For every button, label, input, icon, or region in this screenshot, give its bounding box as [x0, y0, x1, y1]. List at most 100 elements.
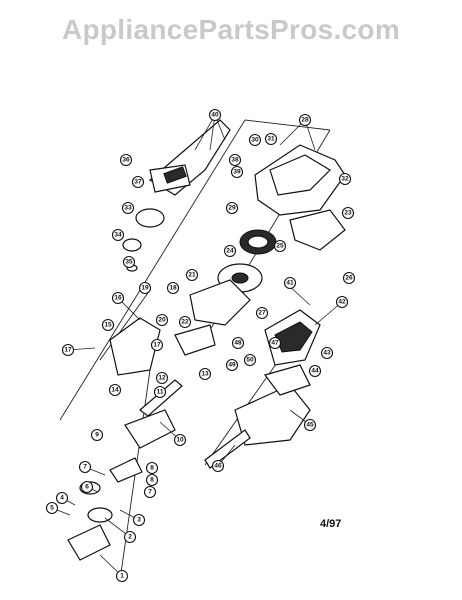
crankcase: [174, 279, 251, 356]
callout-28: 28: [298, 113, 312, 127]
svg-text:44: 44: [311, 368, 319, 375]
svg-text:2: 2: [128, 534, 132, 541]
callout-37: 37: [131, 175, 145, 189]
callout-22: 22: [178, 315, 192, 329]
svg-text:13: 13: [201, 371, 209, 378]
svg-text:16: 16: [114, 295, 122, 302]
svg-text:30: 30: [251, 137, 259, 144]
callout-40: 40: [208, 108, 222, 122]
callout-15: 15: [101, 318, 115, 332]
callout-13: 13: [198, 367, 212, 381]
svg-text:7: 7: [83, 464, 87, 471]
svg-text:47: 47: [271, 340, 279, 347]
svg-text:1: 1: [120, 573, 124, 580]
svg-text:37: 37: [134, 179, 142, 186]
callout-12: 12: [155, 371, 169, 385]
svg-text:35: 35: [125, 259, 133, 266]
callout-19: 19: [138, 281, 152, 295]
callout-3: 3: [132, 513, 146, 527]
svg-text:24: 24: [226, 248, 234, 255]
svg-text:17: 17: [153, 342, 161, 349]
callout-49: 49: [225, 358, 239, 372]
callout-25: 25: [273, 239, 287, 253]
engine-cylinder: [264, 309, 321, 366]
callout-27: 27: [255, 306, 269, 320]
svg-text:32: 32: [341, 176, 349, 183]
lower-housing: [234, 364, 311, 446]
callout-38: 38: [228, 153, 242, 167]
svg-text:38: 38: [231, 157, 239, 164]
callout-18: 18: [166, 281, 180, 295]
callout-26: 26: [342, 271, 356, 285]
trimmer-head: [67, 481, 113, 561]
gear-head: [109, 409, 176, 483]
svg-text:20: 20: [158, 317, 166, 324]
callout-41: 41: [283, 276, 297, 290]
svg-text:14: 14: [111, 387, 119, 394]
svg-text:42: 42: [338, 299, 346, 306]
callout-43: 43: [320, 346, 334, 360]
callout-20: 20: [155, 313, 169, 327]
callout-46: 46: [211, 459, 225, 473]
callout-14: 14: [108, 383, 122, 397]
callout-48: 48: [231, 336, 245, 350]
upper-housing: [254, 144, 346, 251]
svg-text:15: 15: [104, 322, 112, 329]
drive-tube: [139, 379, 251, 469]
svg-text:23: 23: [344, 210, 352, 217]
svg-text:50: 50: [246, 357, 254, 364]
callout-39: 39: [230, 165, 244, 179]
callout-29: 29: [225, 201, 239, 215]
svg-text:28: 28: [301, 117, 309, 124]
callout-8b: 8: [145, 473, 159, 487]
callout-24: 24: [223, 244, 237, 258]
svg-text:6: 6: [85, 484, 89, 491]
callout-36: 36: [119, 153, 133, 167]
svg-text:19: 19: [141, 285, 149, 292]
revision-date: 4/97: [320, 518, 342, 530]
callout-7a: 7: [78, 460, 92, 474]
callout-21: 21: [185, 268, 199, 282]
callout-9: 9: [90, 428, 104, 442]
svg-text:27: 27: [258, 310, 266, 317]
callout-33: 33: [121, 201, 135, 215]
svg-text:8: 8: [150, 465, 154, 472]
callout-17a: 17: [61, 343, 75, 357]
callout-11: 11: [153, 385, 167, 399]
callout-23: 23: [341, 206, 355, 220]
svg-text:46: 46: [214, 463, 222, 470]
callout-34: 34: [111, 228, 125, 242]
callout-42: 42: [335, 295, 349, 309]
svg-text:9: 9: [95, 432, 99, 439]
callout-7b: 7: [143, 485, 157, 499]
svg-text:7: 7: [148, 489, 152, 496]
svg-text:8: 8: [150, 477, 154, 484]
callout-16: 16: [111, 291, 125, 305]
svg-text:43: 43: [323, 350, 331, 357]
svg-text:29: 29: [228, 205, 236, 212]
callout-2: 2: [123, 530, 137, 544]
clutch-drum-parts: [122, 208, 165, 272]
svg-text:3: 3: [137, 517, 141, 524]
callout-32: 32: [338, 172, 352, 186]
callout-1: 1: [115, 569, 129, 583]
svg-text:49: 49: [228, 362, 236, 369]
handle-assembly: [148, 119, 231, 196]
callout-17b: 17: [150, 338, 164, 352]
svg-text:18: 18: [169, 285, 177, 292]
svg-text:4: 4: [60, 495, 64, 502]
callout-8a: 8: [145, 461, 159, 475]
callout-31: 31: [264, 132, 278, 146]
svg-text:10: 10: [176, 437, 184, 444]
svg-text:21: 21: [188, 272, 196, 279]
svg-text:17: 17: [64, 347, 72, 354]
callout-45: 45: [303, 418, 317, 432]
svg-text:12: 12: [158, 375, 166, 382]
svg-text:33: 33: [124, 205, 132, 212]
callout-47: 47: [268, 336, 282, 350]
callout-bubbles: 1 2 3 4 5 6 7 7 8 8 9 10 11 12 13 14 15 …: [45, 108, 356, 583]
svg-text:45: 45: [306, 422, 314, 429]
callout-30: 30: [248, 133, 262, 147]
svg-text:48: 48: [234, 340, 242, 347]
